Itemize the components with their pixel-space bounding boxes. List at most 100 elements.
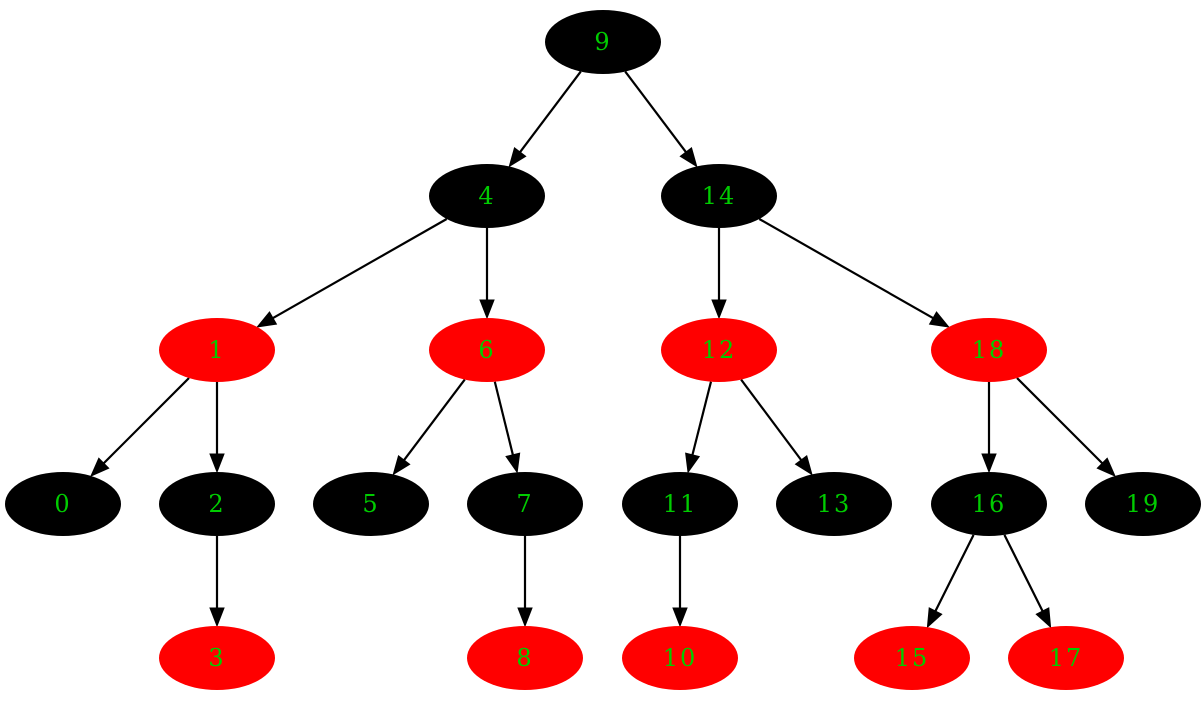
arrowhead-icon (90, 457, 110, 477)
arrowhead-icon (711, 299, 727, 320)
arrowhead-icon (517, 607, 533, 628)
arrowhead-icon (794, 454, 813, 476)
edge-line (272, 218, 448, 320)
edge-12-to-13 (740, 378, 813, 476)
edge-line (758, 218, 934, 320)
node-ellipse-black (5, 472, 121, 536)
arrowhead-icon (1096, 457, 1116, 477)
tree-node-11: 11 (622, 472, 738, 536)
node-ellipse-red (467, 626, 583, 690)
arrowhead-icon (1035, 607, 1052, 629)
arrowhead-icon (679, 147, 698, 168)
edge-18-to-19 (1016, 377, 1116, 477)
edge-6-to-7 (493, 381, 521, 474)
node-ellipse-red (622, 626, 738, 690)
arrowhead-icon (209, 607, 225, 628)
arrowhead-icon (981, 453, 997, 474)
node-ellipse-black (622, 472, 738, 536)
node-label: 7 (516, 490, 533, 518)
tree-node-15: 15 (854, 626, 970, 690)
node-label: 4 (478, 182, 495, 210)
edge-line (691, 381, 713, 456)
tree-node-4: 4 (429, 164, 545, 228)
arrowhead-icon (508, 147, 527, 168)
node-ellipse-red (854, 626, 970, 690)
node-label: 18 (972, 336, 1007, 364)
edge-4-to-1 (256, 218, 448, 328)
node-ellipse-red (1008, 626, 1124, 690)
node-ellipse-red (429, 318, 545, 382)
node-ellipse-black (776, 472, 892, 536)
edge-7-to-8 (517, 536, 533, 628)
edge-2-to-3 (209, 536, 225, 628)
tree-node-8: 8 (467, 626, 583, 690)
node-label: 0 (54, 490, 71, 518)
node-ellipse-black (467, 472, 583, 536)
node-label: 11 (663, 490, 698, 518)
edge-line (624, 70, 687, 153)
node-label: 9 (594, 28, 611, 56)
edge-12-to-11 (685, 381, 713, 474)
node-ellipse-red (159, 318, 275, 382)
node-label: 14 (702, 182, 737, 210)
node-label: 8 (516, 644, 533, 672)
tree-node-10: 10 (622, 626, 738, 690)
tree-node-1: 1 (159, 318, 275, 382)
node-ellipse-black (931, 472, 1047, 536)
node-label: 15 (895, 644, 930, 672)
edge-18-to-16 (981, 382, 997, 474)
node-label: 5 (362, 490, 379, 518)
node-ellipse-red (661, 318, 777, 382)
edge-16-to-15 (926, 534, 975, 629)
arrowhead-icon (392, 455, 411, 476)
node-label: 1 (208, 336, 225, 364)
edge-4-to-6 (479, 228, 495, 320)
node-ellipse-black (545, 10, 661, 74)
edge-1-to-0 (90, 377, 190, 477)
arrowhead-icon (209, 453, 225, 474)
edge-16-to-17 (1003, 534, 1052, 629)
edge-line (1003, 534, 1044, 612)
node-ellipse-black (661, 164, 777, 228)
edge-line (102, 377, 190, 465)
node-ellipse-red (931, 318, 1047, 382)
edge-layer (90, 70, 1116, 629)
node-label: 6 (478, 336, 495, 364)
arrowhead-icon (685, 452, 701, 474)
tree-node-5: 5 (313, 472, 429, 536)
node-label: 3 (208, 644, 225, 672)
edge-line (934, 534, 975, 612)
edge-14-to-12 (711, 228, 727, 320)
edge-1-to-2 (209, 382, 225, 474)
edge-line (493, 381, 514, 456)
tree-node-6: 6 (429, 318, 545, 382)
node-label: 10 (663, 644, 698, 672)
tree-node-12: 12 (661, 318, 777, 382)
arrowhead-icon (926, 607, 943, 629)
edge-11-to-10 (672, 536, 688, 628)
arrowhead-icon (479, 299, 495, 320)
tree-node-16: 16 (931, 472, 1047, 536)
node-label: 12 (702, 336, 737, 364)
tree-node-7: 7 (467, 472, 583, 536)
edge-line (519, 70, 582, 153)
node-label: 19 (1126, 490, 1161, 518)
edge-14-to-18 (758, 218, 950, 328)
tree-node-17: 17 (1008, 626, 1124, 690)
edge-9-to-14 (624, 70, 698, 168)
edge-line (403, 378, 466, 461)
node-ellipse-black (159, 472, 275, 536)
node-label: 13 (817, 490, 852, 518)
tree-node-14: 14 (661, 164, 777, 228)
arrowhead-icon (928, 311, 950, 328)
node-ellipse-red (159, 626, 275, 690)
tree-node-13: 13 (776, 472, 892, 536)
edge-6-to-5 (392, 378, 466, 476)
edge-line (1016, 377, 1104, 465)
edge-9-to-4 (508, 70, 582, 168)
arrowhead-icon (672, 607, 688, 628)
tree-node-18: 18 (931, 318, 1047, 382)
arrowhead-icon (256, 311, 278, 328)
